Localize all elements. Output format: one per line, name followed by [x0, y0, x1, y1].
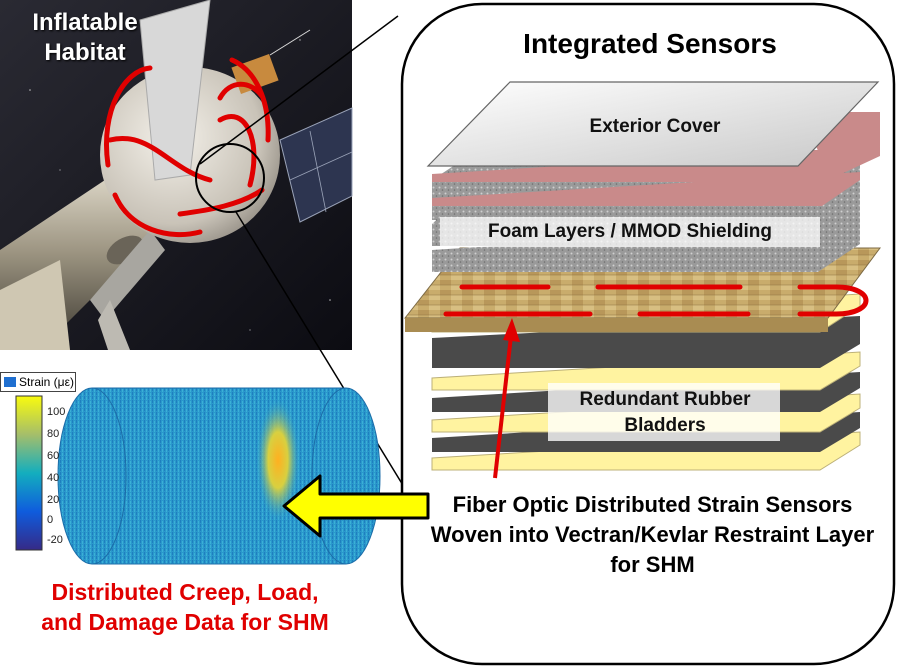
colorbar-legend: Strain (με) — [0, 372, 76, 392]
fiber-loops-habitat — [104, 57, 271, 238]
strain-colorbar — [15, 395, 43, 551]
data-caption: Distributed Creep, Load, and Damage Data… — [41, 579, 329, 635]
zoom-line-bottom — [235, 211, 413, 501]
colorbar-tick: -20 — [47, 534, 63, 546]
fiber-caption: Fiber Optic Distributed Strain Sensors W… — [430, 492, 875, 577]
zoom-line-top — [199, 15, 399, 165]
exterior-cover — [426, 81, 880, 167]
legend-swatch — [4, 377, 16, 387]
colorbar-tick: 80 — [47, 428, 60, 440]
layer-stack — [403, 81, 881, 479]
label-exterior-cover: Exterior Cover — [589, 116, 721, 137]
colorbar-tick: 0 — [47, 514, 54, 526]
habitat-illustration — [0, 0, 353, 350]
colorbar-label: Strain (με) — [19, 375, 74, 389]
data-arrow — [282, 474, 430, 538]
fiber-pointer-arrow — [493, 318, 520, 479]
strain-cylinder — [57, 387, 381, 565]
fiber-dashes — [443, 284, 869, 317]
panel-title: Integrated Sensors — [523, 28, 777, 59]
strain-hotspot — [256, 398, 300, 522]
label-rubber-bladders: Redundant Rubber Bladders — [579, 389, 751, 436]
zoom-circle — [195, 143, 265, 213]
solar-panel — [279, 107, 353, 223]
colorbar-tick: 60 — [47, 450, 60, 462]
habitat-title: Inflatable Habitat — [32, 9, 138, 66]
colorbar-tick: 40 — [47, 472, 60, 484]
label-foam-layers: Foam Layers / MMOD Shielding — [488, 221, 772, 242]
colorbar-tick: 100 — [47, 406, 66, 418]
colorbar-tick: 20 — [47, 494, 60, 506]
